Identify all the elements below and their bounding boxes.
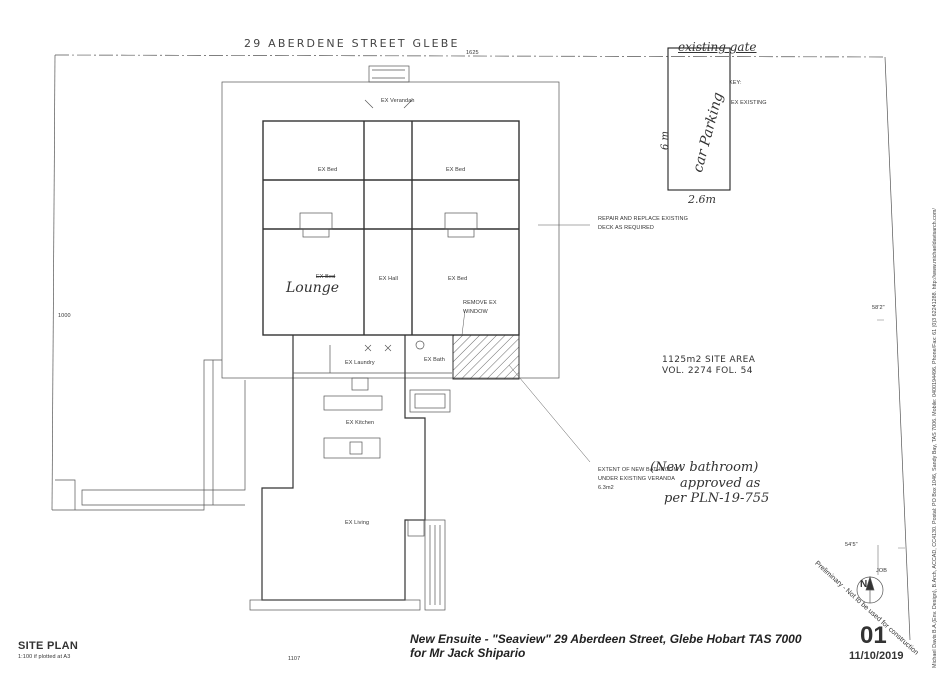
scale-note: 1:100 if plotted at A3 bbox=[18, 654, 71, 660]
handwritten-existing-gate: existing gate bbox=[678, 40, 757, 54]
handwritten-new-bathroom-3: per PLN-19-755 bbox=[664, 491, 770, 506]
dim-right-upper: 58'2" bbox=[872, 305, 885, 311]
note-extent-1: EXTENT OF NEW BATHROOM bbox=[598, 467, 679, 473]
dim-bottom: 1107 bbox=[288, 656, 301, 662]
note-repair-2: DECK AS REQUIRED bbox=[598, 225, 655, 231]
room-kitchen: EX Kitchen bbox=[346, 420, 375, 426]
note-existing: EX EXISTING bbox=[731, 100, 767, 106]
north-label: N bbox=[860, 579, 868, 590]
project-name: New Ensuite - "Seaview" 29 Aberdeen Stre… bbox=[410, 632, 802, 646]
note-key: KEY: bbox=[729, 80, 742, 86]
note-extent-2: UNDER EXISTING VERANDA bbox=[598, 476, 676, 482]
dim-right-lower: 54'5" bbox=[845, 542, 858, 548]
site-plan-label: SITE PLAN bbox=[18, 640, 79, 652]
new-bathroom-hatch bbox=[452, 334, 520, 380]
handwritten-new-bathroom-1: (New bathroom) bbox=[650, 460, 759, 475]
car-parking-outline bbox=[667, 47, 731, 191]
dim-left: 1000 bbox=[58, 313, 71, 319]
room-bed-nw: EX Bed bbox=[318, 167, 338, 173]
project-client: for Mr Jack Shipario bbox=[410, 646, 526, 660]
room-living: EX Living bbox=[345, 520, 370, 526]
sheet-date: 11/10/2019 bbox=[849, 650, 904, 662]
handwritten-dim-2-6m: 2.6m bbox=[688, 193, 716, 206]
house-walls bbox=[262, 120, 520, 336]
sheet-number: 01 bbox=[860, 622, 887, 649]
note-remove-1: REMOVE EX bbox=[463, 300, 497, 306]
note-repair-1: REPAIR AND REPLACE EXISTING bbox=[598, 216, 689, 222]
room-bath: EX Bath bbox=[424, 357, 445, 363]
room-verandah: EX Verandah bbox=[381, 98, 415, 104]
site-area-line2: VOL. 2274 FOL. 54 bbox=[662, 366, 753, 376]
note-extent-3: 6.3m2 bbox=[598, 485, 614, 491]
room-bed-sw: EX Bed bbox=[316, 274, 336, 280]
verandah-outline bbox=[221, 81, 560, 379]
room-hall: EX Hall bbox=[379, 276, 399, 282]
project-title: New Ensuite - "Seaview" 29 Aberdeen Stre… bbox=[410, 632, 802, 660]
room-bed-ne: EX Bed bbox=[446, 167, 466, 173]
handwritten-new-bathroom-2: approved as bbox=[680, 476, 761, 491]
note-remove-2: WINDOW bbox=[463, 309, 488, 315]
designer-details: Michael Davis B.A.(Env. Design), B.Arch,… bbox=[932, 208, 938, 668]
room-bed-se: EX Bed bbox=[448, 276, 468, 282]
job-label: JOB bbox=[876, 568, 887, 574]
handwritten-lounge: Lounge bbox=[286, 280, 340, 296]
site-boundary bbox=[51, 54, 56, 511]
dim-top: 1625 bbox=[466, 50, 479, 56]
street-name: 29 ABERDENE STREET GLEBE bbox=[244, 37, 460, 50]
room-laundry: EX Laundry bbox=[345, 360, 375, 366]
site-area-line1: 1125m2 SITE AREA bbox=[662, 355, 756, 365]
handwritten-dim-6m: 6 m bbox=[660, 130, 671, 150]
